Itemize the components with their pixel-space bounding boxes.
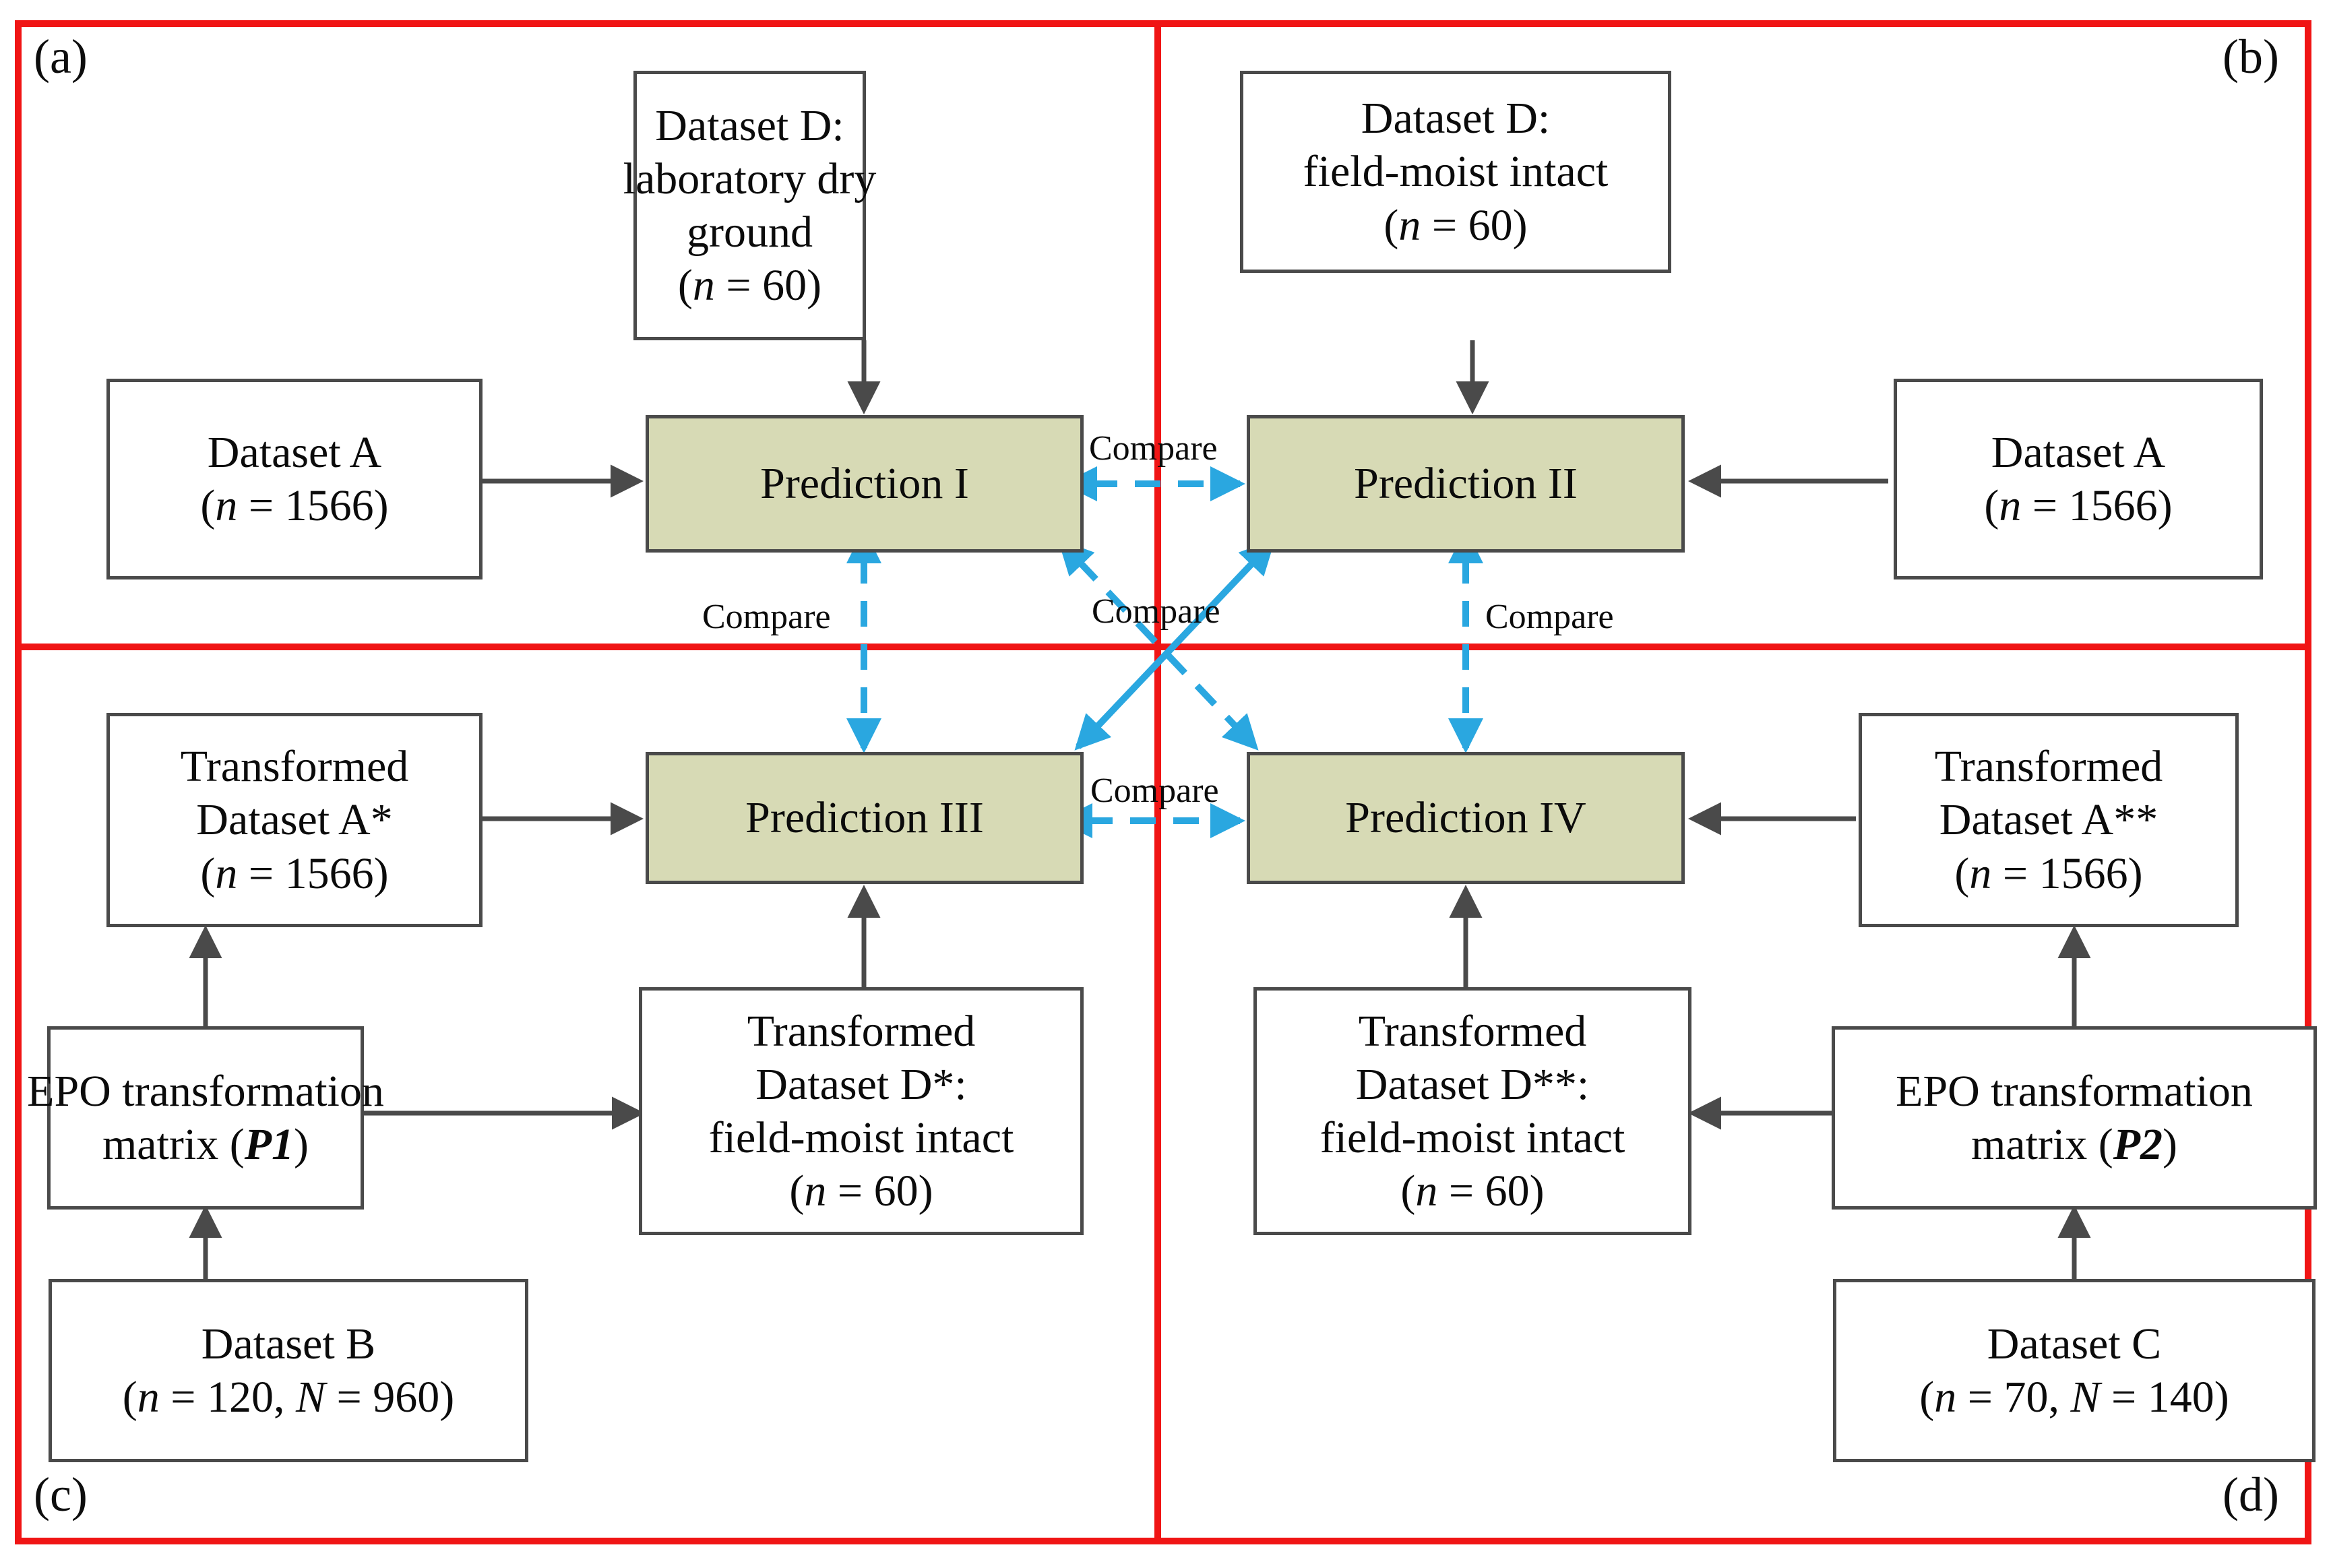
panel-label-c: (c) — [34, 1468, 88, 1522]
node-line: Transformed — [1934, 742, 2163, 792]
node-line: Prediction IV — [1345, 793, 1586, 843]
node-sample-count: (n = 1566) — [200, 481, 389, 530]
compare-label-left: Compare — [702, 598, 831, 636]
compare-label-right: Compare — [1485, 598, 1614, 636]
node-matrix-symbol: matrix (P2) — [1970, 1120, 2178, 1169]
node-line: Transformed — [180, 742, 409, 792]
node-dataset-a-right: Dataset A (n = 1566) — [1894, 379, 2263, 579]
node-line: Dataset D: — [1361, 94, 1551, 144]
panel-label-b: (b) — [2223, 30, 2279, 84]
node-sample-count: (n = 60) — [1384, 200, 1528, 250]
node-transformed-dataset-a-doublestar: Transformed Dataset A** (n = 1566) — [1859, 713, 2239, 927]
panel-label-a: (a) — [34, 30, 88, 84]
compare-label-top: Compare — [1089, 429, 1218, 468]
node-sample-count: (n = 70, N = 140) — [1919, 1373, 2229, 1422]
node-line: EPO transformation — [1896, 1066, 2253, 1116]
node-sample-count: (n = 1566) — [1984, 481, 2173, 530]
node-prediction-3: Prediction III — [646, 752, 1084, 884]
panel-label-d: (d) — [2223, 1468, 2279, 1522]
node-line: field-moist intact — [1319, 1113, 1625, 1162]
node-prediction-1: Prediction I — [646, 415, 1084, 553]
panel-divider-horizontal — [15, 644, 2311, 650]
node-transformed-dataset-a-star: Transformed Dataset A* (n = 1566) — [106, 713, 483, 927]
node-line: Transformed — [747, 1006, 976, 1056]
node-epo-transformation-matrix-p1: EPO transformation matrix (P1) — [27, 1026, 384, 1210]
node-line: Dataset A** — [1939, 795, 2158, 845]
node-line: Dataset D**: — [1355, 1059, 1590, 1109]
node-line: Prediction I — [760, 459, 969, 509]
panel-divider-vertical — [1154, 20, 1161, 1544]
node-transformed-dataset-d-doublestar: Transformed Dataset D**: field-moist int… — [1253, 987, 1691, 1235]
node-sample-count: (n = 60) — [789, 1166, 933, 1216]
node-sample-count: (n = 60) — [677, 261, 822, 311]
node-line: EPO transformation — [27, 1066, 384, 1116]
node-line: field-moist intact — [708, 1113, 1014, 1162]
node-line: field-moist intact — [1303, 147, 1609, 197]
node-prediction-2: Prediction II — [1247, 415, 1685, 553]
panel-frame-outer — [15, 20, 2311, 1544]
node-line: Dataset A — [1991, 427, 2166, 477]
node-epo-transformation-matrix-p2: EPO transformation matrix (P2) — [1832, 1026, 2317, 1210]
node-sample-count: (n = 120, N = 960) — [122, 1373, 455, 1422]
compare-label-bottom: Compare — [1090, 772, 1219, 810]
node-dataset-d-laboratory-dry: Dataset D: laboratory dry ground (n = 60… — [623, 71, 876, 340]
node-matrix-symbol: matrix (P1) — [102, 1120, 309, 1169]
node-line: Dataset C — [1987, 1319, 2162, 1369]
node-line: Dataset D*: — [755, 1059, 967, 1109]
node-line: Dataset A — [207, 427, 382, 477]
node-line: Prediction III — [745, 793, 984, 843]
node-line: Dataset A* — [196, 795, 393, 845]
node-dataset-b: Dataset B (n = 120, N = 960) — [49, 1279, 528, 1462]
node-transformed-dataset-d-star: Transformed Dataset D*: field-moist inta… — [639, 987, 1084, 1235]
node-line: laboratory dry — [623, 154, 877, 203]
node-sample-count: (n = 1566) — [1954, 848, 2143, 898]
node-dataset-a-left: Dataset A (n = 1566) — [106, 379, 483, 579]
node-line: ground — [687, 208, 813, 257]
node-line: Transformed — [1358, 1006, 1587, 1056]
node-sample-count: (n = 60) — [1400, 1166, 1545, 1216]
node-prediction-4: Prediction IV — [1247, 752, 1685, 884]
node-line: Dataset B — [201, 1319, 376, 1369]
node-dataset-d-field-moist: Dataset D: field-moist intact (n = 60) — [1240, 71, 1671, 273]
node-line: Dataset D: — [655, 100, 844, 150]
node-sample-count: (n = 1566) — [200, 848, 389, 898]
node-line: Prediction II — [1354, 459, 1578, 509]
node-dataset-c: Dataset C (n = 70, N = 140) — [1833, 1279, 2316, 1462]
compare-label-center: Compare — [1092, 592, 1220, 631]
